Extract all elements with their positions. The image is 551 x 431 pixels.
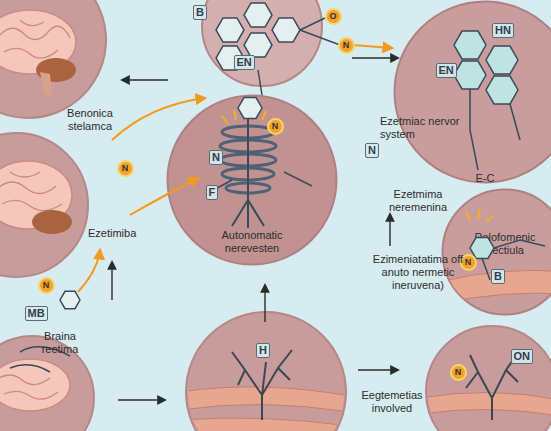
circle-shape	[395, 2, 551, 183]
atom-symbol: N	[267, 118, 284, 135]
brain-circle	[0, 133, 88, 277]
hexagon-ring	[486, 46, 518, 74]
coil-turn	[220, 140, 276, 152]
annotation-label: Ezetmiac nervor system	[380, 115, 470, 141]
flow-arrows	[112, 58, 398, 400]
hexagon-ring	[238, 98, 262, 119]
flow-arrow	[122, 79, 168, 80]
concept-circle: Autonomatic nerevesten	[166, 94, 338, 266]
hexagon-ring	[454, 31, 486, 59]
atom-symbol: N	[450, 364, 467, 381]
tissue-band	[420, 392, 551, 416]
atom-symbol: H	[256, 343, 270, 358]
nerve-circle	[426, 326, 551, 431]
bond-line	[470, 89, 520, 170]
tissue-band	[180, 387, 350, 412]
atom-symbol: B	[193, 5, 207, 20]
coil-turn	[220, 154, 276, 166]
atom-symbol: ON	[511, 349, 534, 364]
tissue-group	[180, 350, 350, 431]
brainstem	[40, 72, 52, 95]
brain-shape	[0, 359, 70, 411]
orange-arrow	[352, 45, 392, 48]
molecule-circle	[202, 0, 322, 86]
brain-gyri	[0, 375, 58, 399]
receptor-coil	[220, 126, 276, 193]
coil-turn	[222, 168, 274, 180]
nerve-circle	[186, 312, 346, 431]
flow-arrow	[111, 262, 112, 300]
hexagon-ring	[244, 3, 272, 27]
cerebellum	[32, 210, 72, 234]
hexagon-ring	[454, 61, 486, 89]
node-text: E-C	[465, 172, 505, 185]
flow-arrow	[264, 285, 265, 322]
hexagon-ring	[272, 18, 300, 42]
atom-symbol: N	[209, 150, 223, 165]
concept-circle: Relofomenic nectiula	[441, 188, 551, 316]
bond-line	[258, 70, 262, 95]
bond-line	[210, 172, 312, 192]
orange-arrows	[78, 45, 392, 292]
circle-shape	[168, 96, 337, 265]
annotation-label: Ezetimiba	[88, 227, 136, 240]
brain-gyri	[0, 172, 62, 211]
orange-arrow	[78, 250, 100, 292]
orange-arrow	[130, 178, 198, 215]
atom-symbol: N	[117, 160, 134, 177]
annotation-label: Benonica stelamca	[55, 107, 125, 133]
atom-symbol: EN	[234, 55, 255, 70]
atom-symbol: N	[338, 37, 355, 54]
brain-shape	[0, 10, 76, 74]
annotation-label: Ezimeniatatima off anuto nermetic ineruv…	[372, 253, 464, 292]
cerebellum	[36, 58, 76, 82]
orange-arrow	[112, 98, 205, 140]
atom-symbol: O	[325, 8, 342, 25]
brain-circle	[0, 0, 106, 118]
brain-gyri	[0, 20, 70, 58]
atom-symbol: N	[38, 277, 55, 294]
circle-outline	[393, 0, 551, 184]
annotation-label: Ezetmima neremenina	[378, 188, 458, 214]
molecule-rings	[454, 31, 518, 104]
node-text: Relofomenic nectiula	[465, 231, 545, 257]
circle-shape	[443, 190, 551, 315]
nerve-branch	[232, 350, 292, 420]
coil-turn	[226, 183, 270, 193]
nerve-roots	[232, 118, 264, 228]
node-text: Autonomatic nerevesten	[207, 229, 297, 255]
concept-circle: E-C	[393, 0, 551, 184]
molecule-rings	[216, 3, 300, 70]
atom-symbol: EN	[436, 63, 457, 78]
annotation-label: Eegtemetias involved	[352, 389, 432, 415]
hexagon-ring	[486, 76, 518, 104]
atom-symbol: B	[491, 269, 505, 284]
hexagon-ring	[244, 33, 272, 57]
flow-arrow	[352, 57, 398, 58]
flow-arrow	[389, 214, 390, 246]
atom-symbol: F	[206, 185, 219, 200]
brain-shape	[0, 161, 72, 229]
atom-symbol: HN	[492, 23, 514, 38]
annotation-label: Braina reetima	[30, 330, 90, 356]
atom-symbol: N	[365, 143, 379, 158]
atom-symbol: MB	[25, 306, 48, 321]
hexagon-ring	[60, 291, 80, 308]
flow-arrow	[358, 369, 398, 370]
signal-sparks	[466, 209, 493, 222]
hexagon-ring	[216, 18, 244, 42]
flow-arrow	[118, 399, 165, 400]
tissue-band	[180, 418, 350, 431]
